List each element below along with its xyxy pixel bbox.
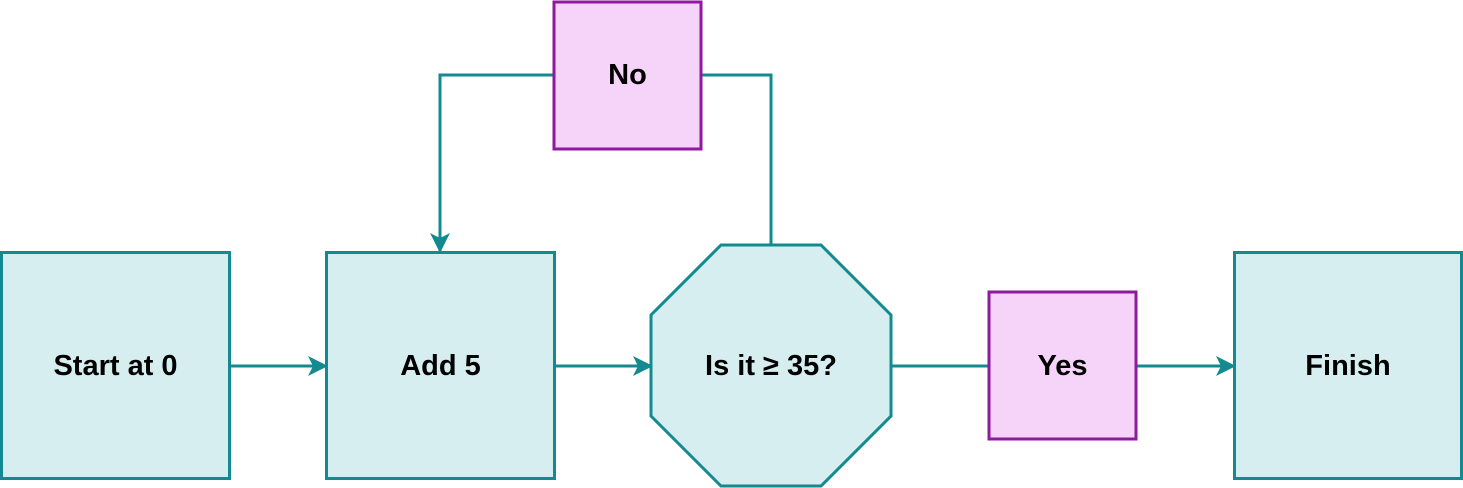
node-no-label: No: [608, 59, 647, 91]
node-finish-box: [1233, 251, 1463, 480]
node-decision: Is it ≥ 35?: [649, 243, 893, 488]
edge-no-to-add: [430, 73, 553, 253]
node-add-label: Add 5: [400, 350, 481, 382]
node-start-label: Start at 0: [53, 350, 177, 382]
node-no-box: [552, 0, 703, 151]
node-no: No: [552, 0, 703, 151]
node-add: Add 5: [325, 251, 556, 480]
edge-decision-to-no: [702, 73, 773, 244]
edges: [230, 73, 1236, 376]
node-decision-octagon: [649, 243, 893, 488]
node-start: Start at 0: [0, 251, 231, 480]
node-yes: Yes: [987, 290, 1138, 441]
node-finish-label: Finish: [1305, 350, 1390, 382]
node-add-box: [325, 251, 556, 480]
node-start-box: [0, 251, 231, 480]
node-finish: Finish: [1233, 251, 1463, 480]
node-yes-label: Yes: [1038, 350, 1088, 382]
node-yes-box: [987, 290, 1138, 441]
node-decision-label: Is it ≥ 35?: [705, 350, 837, 382]
